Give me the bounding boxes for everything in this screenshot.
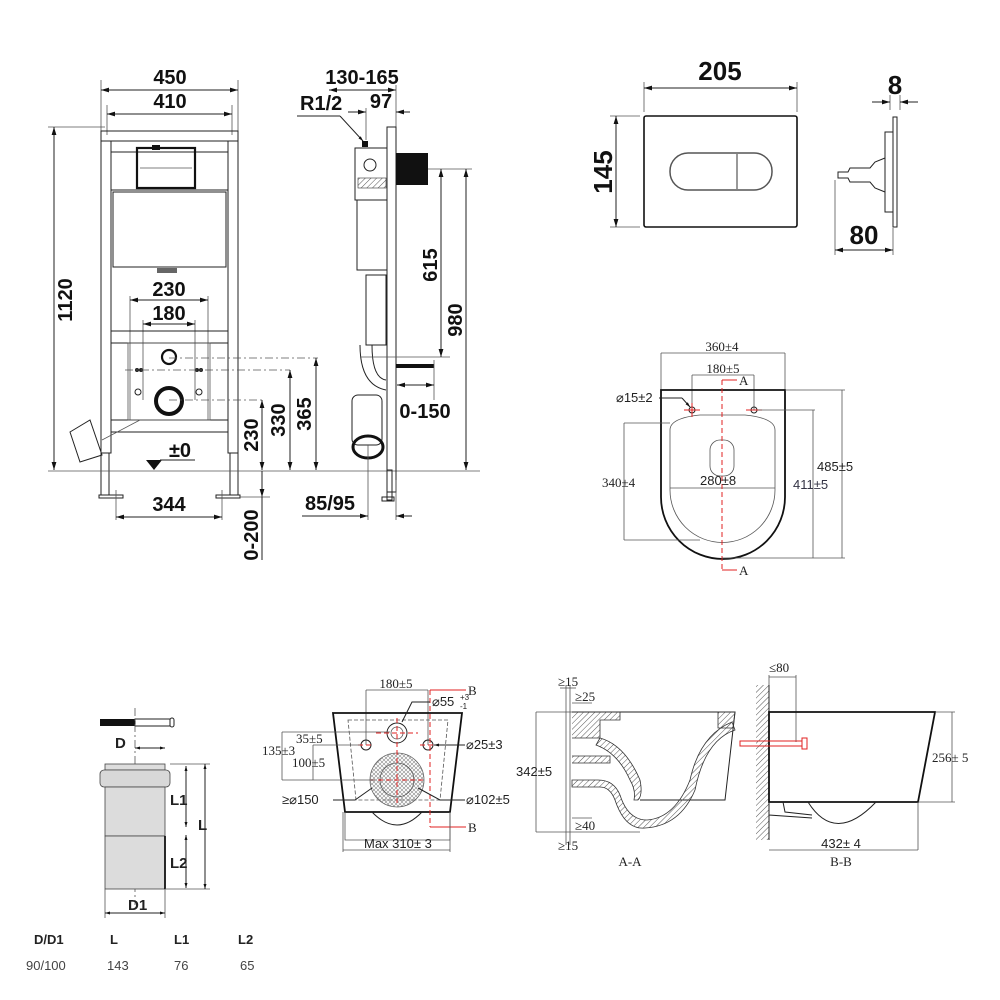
flush-plate-side: 8 80 xyxy=(834,70,918,255)
inlet-tol-lower: -1 xyxy=(460,702,468,711)
label-L: L xyxy=(198,817,207,834)
section-a-a: ≥15 ≥25 342±5 ≥40 ≥15 A-A xyxy=(516,674,736,869)
dim-bolts-330: 330 xyxy=(268,403,290,436)
label-L2: L2 xyxy=(170,855,188,872)
bowl-top-view: 360±4 180±5 A A ⌀15±2 485±5 411±5 340±4 … xyxy=(602,339,853,578)
section-a-bottom: A xyxy=(739,563,749,578)
table-header-l2: L2 xyxy=(238,932,254,947)
label-L1: L1 xyxy=(170,792,188,809)
aa-height-342: 342±5 xyxy=(516,764,552,779)
dim-width-450: 450 xyxy=(153,67,186,89)
label-D: D xyxy=(115,735,126,752)
bolt-diameter: ⌀25±3 xyxy=(466,737,503,752)
outlet-diameter-102: ⌀102±5 xyxy=(466,792,510,807)
dim-230-bracket: 230 xyxy=(152,279,185,301)
seat-width-280: 280±8 xyxy=(700,473,736,488)
dim-100: 100±5 xyxy=(292,755,325,770)
aa-min-25: ≥25 xyxy=(575,689,595,704)
dim-0-150: 0-150 xyxy=(399,401,450,423)
bb-length-432: 432± 4 xyxy=(821,836,861,851)
plate-width-205: 205 xyxy=(698,56,741,86)
table-header-l: L xyxy=(110,932,118,947)
aa-min-top-15: ≥15 xyxy=(558,674,578,689)
dim-depth-97: 97 xyxy=(370,91,392,113)
dim-980: 980 xyxy=(445,303,467,336)
flush-button xyxy=(669,152,773,191)
dim-outlet-230: 230 xyxy=(241,418,263,451)
back-bolt-spacing-180: 180±5 xyxy=(379,676,412,691)
dim-height-1120: 1120 xyxy=(55,278,77,321)
connector-pipe: D L L1 L2 D1 xyxy=(99,708,210,918)
bolt-hole-dia: ⌀15±2 xyxy=(616,390,653,405)
bb-height-256: 256± 5 xyxy=(932,750,968,765)
seat-length-340: 340±4 xyxy=(602,475,636,490)
dim-180-bracket: 180 xyxy=(152,303,185,325)
frame-side-view: 130-165 97 R1/2 615 980 0 xyxy=(297,67,472,520)
section-b-b: ≤80 256± 5 432± 4 B-B xyxy=(739,660,968,869)
dim-35: 35±5 xyxy=(296,731,323,746)
max-width-310: Max 310± 3 xyxy=(364,836,432,851)
table-value-d-d1: 90/100 xyxy=(26,958,66,973)
plate-height-145: 145 xyxy=(588,150,618,193)
water-connection-label: R1/2 xyxy=(300,93,342,115)
bolt-to-front-411: 411±5 xyxy=(793,477,828,492)
bowl-width-360: 360±4 xyxy=(705,339,739,354)
bb-wall-gap-80: ≤80 xyxy=(769,660,789,675)
section-b-top: B xyxy=(468,683,477,698)
section-a-top: A xyxy=(739,373,749,388)
label-D1: D1 xyxy=(128,897,147,914)
bowl-bolt-spacing-180: 180±5 xyxy=(706,361,739,376)
dim-width-410: 410 xyxy=(153,91,186,113)
section-b-bottom: B xyxy=(468,820,477,835)
dim-85-95: 85/95 xyxy=(305,493,355,515)
aa-min-bottom-15: ≥15 xyxy=(558,838,578,853)
inlet-diameter: ⌀55 xyxy=(432,694,454,709)
dim-feet-0-200: 0-200 xyxy=(241,509,263,560)
bowl-back-view: 180±5 B B ⌀55 +3 -1 ⌀25±3 35±5 135±3 100… xyxy=(262,676,510,852)
frame-front-view: 450 410 1120 230 180 xyxy=(48,67,480,561)
dim-135: 135±3 xyxy=(262,743,295,758)
floor-level-mark: ±0 xyxy=(169,440,191,462)
aa-min-40: ≥40 xyxy=(575,818,595,833)
dim-depth-130-165: 130-165 xyxy=(325,67,398,89)
dim-feet-344: 344 xyxy=(152,494,186,516)
plate-depth-80: 80 xyxy=(850,220,879,250)
dim-inlet-365: 365 xyxy=(294,397,316,430)
table-value-l1: 76 xyxy=(174,958,189,973)
table-header-d-d1: D/D1 xyxy=(34,932,64,947)
flush-plate-front: 205 145 xyxy=(588,56,798,228)
dim-615: 615 xyxy=(420,248,442,281)
outlet-min-150: ≥⌀150 xyxy=(282,792,319,807)
bowl-length-485: 485±5 xyxy=(817,459,853,474)
table-value-l: 143 xyxy=(107,958,129,973)
table-value-l2: 65 xyxy=(240,958,255,973)
table-header-l1: L1 xyxy=(174,932,190,947)
aa-title: A-A xyxy=(618,854,642,869)
inlet-tol-upper: +3 xyxy=(460,693,470,702)
plate-thickness-8: 8 xyxy=(888,70,902,100)
bb-title: B-B xyxy=(830,854,852,869)
